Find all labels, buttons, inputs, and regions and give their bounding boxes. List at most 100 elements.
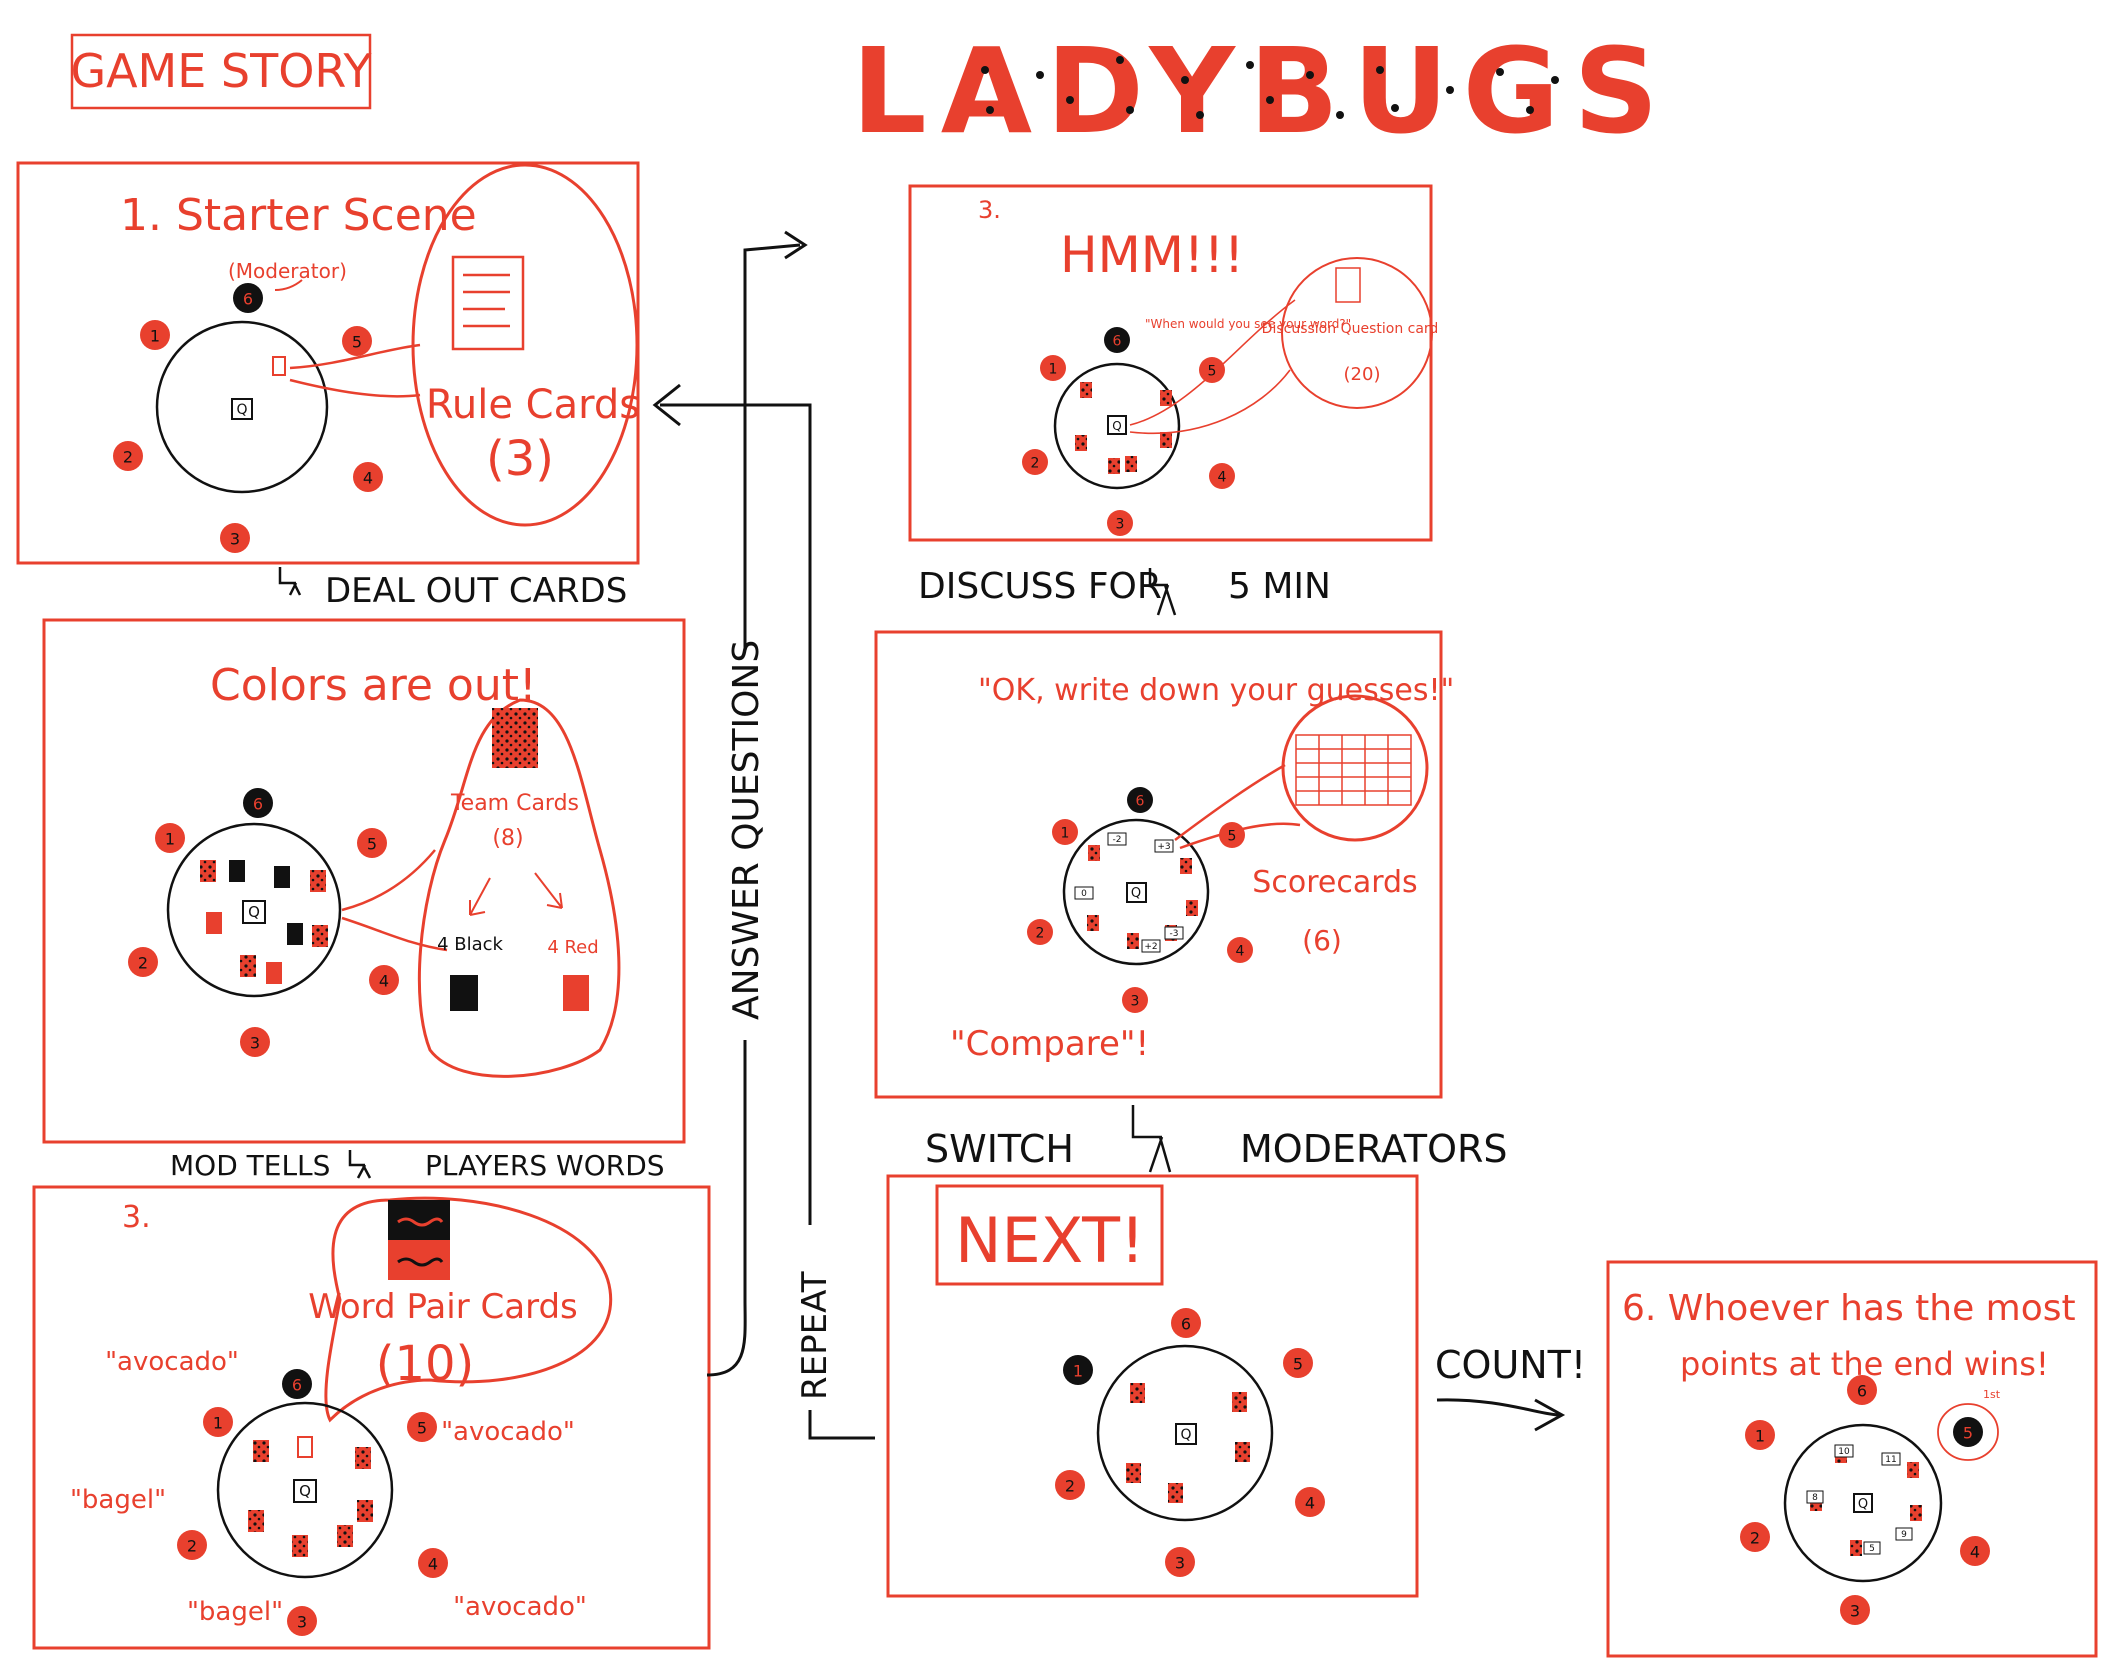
svg-text:-3: -3 xyxy=(1170,929,1179,939)
question-deck-card xyxy=(231,398,253,420)
seat-number: 3 xyxy=(250,1033,260,1052)
seat-number: 3 xyxy=(1131,993,1140,1009)
panel-winner xyxy=(1606,1260,2098,1658)
panel-next xyxy=(886,1174,1419,1598)
ladybugs-title: LADYBUGS xyxy=(852,22,1673,160)
question-deck-card xyxy=(242,900,266,924)
seat-number: 2 xyxy=(1065,1476,1075,1495)
score-card-values: -2 +3 0 -3 +2 xyxy=(1074,832,1184,953)
seat-number: 5 xyxy=(1963,1423,1973,1442)
seat-token xyxy=(1227,937,1253,963)
rule-card-icon xyxy=(451,255,525,351)
deal-out-cards-label: DEAL OUT CARDS xyxy=(325,571,627,611)
winner-first-note: 1st xyxy=(1983,1388,2001,1401)
split-arrow-right xyxy=(534,872,563,909)
discussion-card-callout xyxy=(1281,257,1433,409)
seat-number: 5 xyxy=(352,332,362,351)
svg-text:10: 10 xyxy=(1838,1447,1850,1457)
seat-token xyxy=(353,462,383,492)
switch-arrow xyxy=(1131,1105,1172,1173)
table-circle xyxy=(1783,1423,1943,1583)
repeat-arrow xyxy=(652,383,812,1225)
panel-3a-number: 3. xyxy=(122,1200,151,1235)
panel-3b-number: 3. xyxy=(978,196,1001,224)
svg-text:0: 0 xyxy=(1081,889,1087,899)
seat-token xyxy=(1171,1308,1201,1338)
black-team-card xyxy=(450,975,478,1011)
final-score-values: 10 11 8 9 5 xyxy=(1806,1444,1913,1555)
seat-token xyxy=(1199,357,1225,383)
seat-token xyxy=(1127,787,1153,813)
question-deck-card xyxy=(1107,415,1127,435)
game-story-label: GAME STORY xyxy=(70,44,372,98)
discussion-card-count: (20) xyxy=(1344,364,1381,385)
seat-number: 1 xyxy=(1049,361,1058,377)
svg-text:5: 5 xyxy=(1869,1544,1875,1554)
seat-number: 6 xyxy=(292,1375,302,1394)
team-cards-label: Team Cards xyxy=(450,791,579,816)
word-bagel-2: "bagel" xyxy=(70,1485,166,1515)
word-pair-count: (10) xyxy=(376,1336,475,1392)
seat-token xyxy=(407,1412,437,1442)
svg-text:-2: -2 xyxy=(1113,835,1122,845)
seat-number: 4 xyxy=(379,971,389,990)
players-words-label: PLAYERS WORDS xyxy=(425,1149,665,1182)
seat-token xyxy=(1107,510,1133,536)
deal-arrow xyxy=(278,567,302,596)
question-deck-label: Q xyxy=(1131,886,1141,901)
table-circle xyxy=(155,320,329,494)
seat-number: 5 xyxy=(1293,1354,1303,1373)
seat-number: 3 xyxy=(1116,516,1125,532)
question-deck-card xyxy=(293,1479,317,1503)
word-avocado-4: "avocado" xyxy=(453,1592,587,1622)
seat-token xyxy=(1847,1375,1877,1405)
table-circle xyxy=(1062,818,1210,966)
word-avocado-5: "avocado" xyxy=(441,1417,575,1447)
seat-token xyxy=(220,523,250,553)
colors-out-title: Colors are out! xyxy=(210,660,537,711)
seat-number: 6 xyxy=(1181,1314,1191,1333)
svg-text:8: 8 xyxy=(1812,1493,1818,1503)
question-deck-label: Q xyxy=(299,1482,311,1500)
word-pair-squiggle-top xyxy=(397,1217,444,1227)
red-team-card xyxy=(563,975,589,1011)
compare-label: "Compare"! xyxy=(950,1024,1149,1064)
seat-number: 4 xyxy=(428,1554,438,1573)
seat-token xyxy=(287,1606,317,1636)
table-circle xyxy=(216,1401,394,1579)
team-card-connector xyxy=(341,849,448,952)
seat-number: 1 xyxy=(213,1413,223,1432)
question-deck-card xyxy=(1126,882,1147,903)
seat-token xyxy=(1953,1417,1983,1447)
table-circle xyxy=(1053,362,1181,490)
seat-number: 6 xyxy=(1113,333,1122,349)
panel-scorecards xyxy=(874,630,1443,1099)
seat-token xyxy=(369,965,399,995)
seat-token xyxy=(1165,1547,1195,1577)
seat-token xyxy=(342,326,372,356)
split-arrow-left xyxy=(469,877,491,916)
seat-number: 6 xyxy=(253,794,263,813)
count-label: COUNT! xyxy=(1435,1343,1586,1387)
word-avocado-1: "avocado" xyxy=(105,1347,239,1377)
rule-card-lines xyxy=(463,273,510,328)
seat-token xyxy=(233,283,263,313)
seat-number: 1 xyxy=(1061,825,1070,841)
seat-number: 3 xyxy=(1850,1601,1860,1620)
scorecard-grid xyxy=(1295,734,1412,806)
table-circle xyxy=(1096,1344,1274,1522)
seat-number: 2 xyxy=(1031,455,1040,471)
svg-text:11: 11 xyxy=(1885,1455,1896,1465)
discussion-card-label: Discussion Question card xyxy=(1262,321,1439,337)
team-cards-count: (8) xyxy=(492,826,523,851)
seat-token xyxy=(1063,1355,1093,1385)
question-deck-card xyxy=(1175,1423,1197,1445)
discuss-for-label: DISCUSS FOR xyxy=(918,566,1162,607)
seat-number: 2 xyxy=(123,447,133,466)
word-pair-callout xyxy=(324,1196,613,1423)
seat-token xyxy=(177,1530,207,1560)
seat-number: 3 xyxy=(230,529,240,548)
seat-token xyxy=(1040,355,1066,381)
seat-token xyxy=(240,1027,270,1057)
